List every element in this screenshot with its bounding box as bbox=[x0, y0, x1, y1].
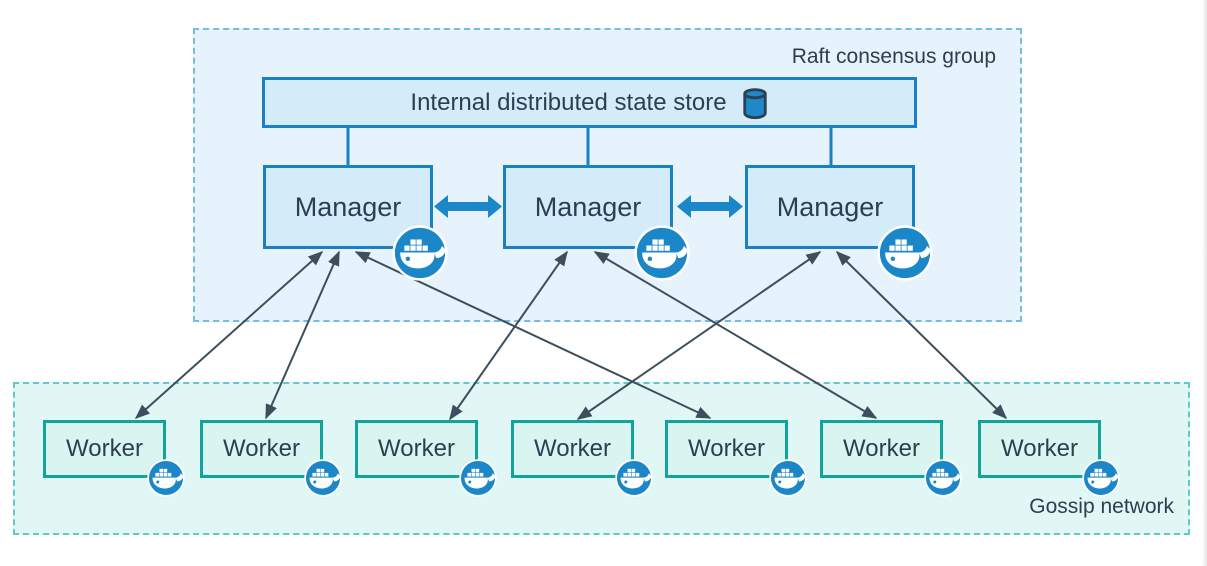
worker-3-box: Worker bbox=[355, 420, 478, 478]
raft-group-label: Raft consensus group bbox=[791, 45, 996, 68]
docker-whale-icon bbox=[147, 459, 185, 497]
worker-3-label: Worker bbox=[378, 435, 455, 462]
worker-7-box: Worker bbox=[978, 420, 1101, 478]
docker-whale-icon bbox=[304, 459, 342, 497]
docker-whale-icon bbox=[392, 225, 448, 281]
docker-whale-icon bbox=[615, 459, 653, 497]
worker-2-box: Worker bbox=[200, 420, 323, 478]
state-store-box: Internal distributed state store bbox=[262, 77, 917, 128]
manager-3-label: Manager bbox=[776, 191, 884, 222]
worker-4-box: Worker bbox=[511, 420, 634, 478]
worker-6-label: Worker bbox=[843, 435, 920, 462]
docker-whale-icon bbox=[769, 459, 807, 497]
worker-5-box: Worker bbox=[665, 420, 788, 478]
worker-7-label: Worker bbox=[1001, 435, 1078, 462]
manager-2-label: Manager bbox=[534, 191, 642, 222]
database-cylinder-icon bbox=[742, 88, 767, 120]
worker-1-label: Worker bbox=[66, 435, 143, 462]
worker-5-label: Worker bbox=[688, 435, 765, 462]
docker-whale-icon bbox=[924, 459, 962, 497]
manager-1-label: Manager bbox=[294, 191, 402, 222]
docker-whale-icon bbox=[1082, 459, 1120, 497]
state-store-label: Internal distributed state store bbox=[410, 88, 727, 116]
worker-4-label: Worker bbox=[534, 435, 611, 462]
manager-3-box: Manager bbox=[745, 165, 915, 249]
docker-whale-icon bbox=[459, 459, 497, 497]
gossip-network-label: Gossip network bbox=[1029, 495, 1174, 518]
worker-2-label: Worker bbox=[223, 435, 300, 462]
worker-6-box: Worker bbox=[820, 420, 943, 478]
docker-whale-icon bbox=[634, 225, 690, 281]
page-edge-shadow bbox=[1202, 0, 1207, 566]
worker-1-box: Worker bbox=[43, 420, 166, 478]
docker-whale-icon bbox=[877, 225, 933, 281]
